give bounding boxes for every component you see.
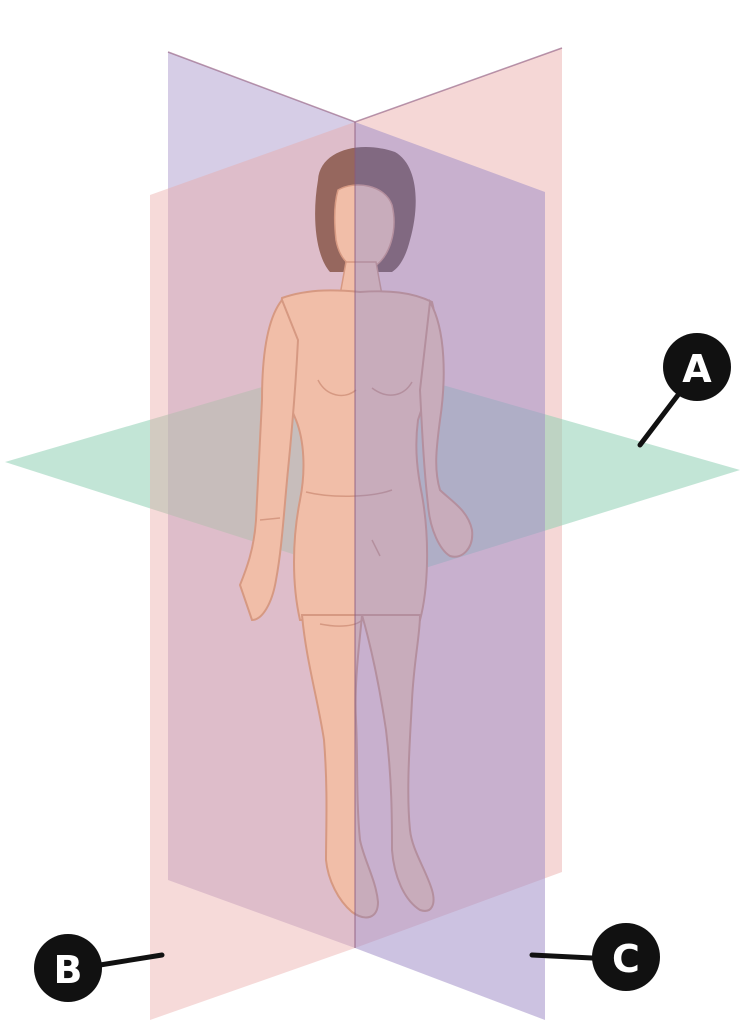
callout-b: B	[34, 934, 162, 1002]
planes-front	[150, 48, 562, 1020]
callout-a-label: A	[682, 347, 712, 391]
callout-b-label: B	[54, 948, 83, 992]
sagittal-plane-front	[150, 122, 355, 1020]
callout-a-leader	[640, 395, 678, 445]
callout-c-leader	[532, 955, 592, 958]
callout-a: A	[640, 333, 731, 445]
frontal-plane-front	[355, 122, 545, 1020]
callout-c-label: C	[612, 937, 640, 981]
callout-c: C	[532, 923, 660, 991]
